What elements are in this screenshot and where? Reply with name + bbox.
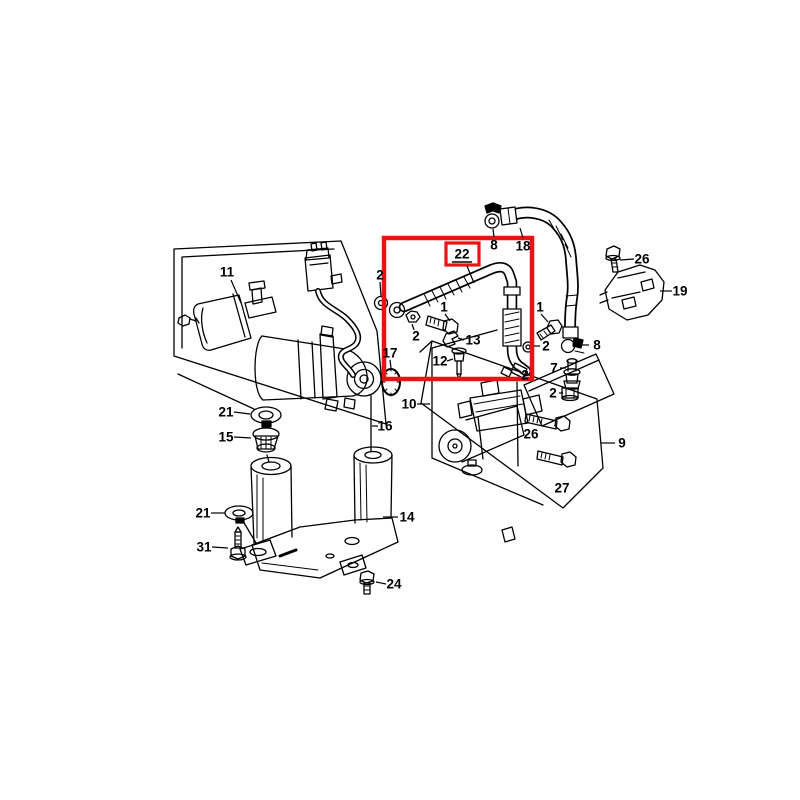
leader-line: [375, 581, 387, 585]
part-label-22[interactable]: 22: [454, 247, 469, 262]
part-label-9[interactable]: 9: [618, 436, 626, 451]
part-label-18[interactable]: 18: [515, 239, 531, 254]
part-label-21[interactable]: 21: [195, 506, 211, 521]
panel-outlines: [173, 240, 615, 509]
part-label-16[interactable]: 16: [377, 419, 393, 434]
mount-bolts-art: [524, 413, 577, 468]
leader-line: [446, 358, 454, 362]
part-label-27[interactable]: 27: [554, 481, 569, 496]
bracket-14-art: [239, 446, 399, 595]
diagram-line-art: [173, 202, 665, 595]
leader-line: [233, 436, 252, 439]
leader-line: [379, 281, 382, 297]
part-label-26[interactable]: 26: [634, 252, 650, 267]
right-fittings-art: [522, 319, 585, 402]
part-label-2[interactable]: 2: [376, 268, 384, 283]
pump-assembly-10-art: [438, 330, 543, 543]
leader-line: [466, 265, 475, 284]
leader-line: [411, 323, 415, 331]
highlight-layer: [381, 235, 535, 382]
part-label-11[interactable]: 11: [220, 265, 235, 280]
part-label-15[interactable]: 15: [218, 430, 234, 445]
part-label-14[interactable]: 14: [399, 510, 415, 525]
part-label-21[interactable]: 21: [218, 405, 234, 420]
part-label-8[interactable]: 8: [593, 338, 601, 353]
part-label-31[interactable]: 31: [196, 540, 212, 555]
leader-line: [230, 279, 242, 304]
part-label-10[interactable]: 10: [401, 397, 416, 412]
part-label-2[interactable]: 2: [521, 368, 529, 383]
leader-line: [492, 228, 495, 238]
fuel-hose-18-art: [484, 202, 579, 339]
leader-line: [211, 546, 229, 549]
highlight-region-box: [381, 235, 535, 382]
highlight-label-box: [444, 241, 481, 267]
part-label-13[interactable]: 13: [465, 333, 481, 348]
part-label-1[interactable]: 1: [440, 300, 448, 315]
part-label-2[interactable]: 2: [542, 339, 550, 354]
part-label-2[interactable]: 2: [549, 386, 557, 401]
leader-line: [619, 258, 635, 261]
part-label-8[interactable]: 8: [490, 238, 498, 253]
leader-line: [444, 313, 451, 322]
bracket-19-art: [599, 245, 665, 321]
fuel-hose-22-art: [373, 261, 532, 379]
leader-line: [233, 411, 251, 415]
fuel-pump-art: [177, 241, 382, 412]
part-label-17[interactable]: 17: [382, 346, 397, 361]
leader-line: [540, 313, 549, 323]
leader-line: [457, 337, 465, 341]
part-label-1[interactable]: 1: [536, 300, 544, 315]
o-ring-art: [381, 367, 401, 397]
part-label-26[interactable]: 26: [523, 427, 539, 442]
part-label-12[interactable]: 12: [432, 354, 447, 369]
leader-line: [516, 368, 522, 373]
leader-line: [389, 359, 392, 369]
part-label-19[interactable]: 19: [672, 284, 687, 299]
part-label-2[interactable]: 2: [412, 329, 420, 344]
leader-line: [519, 227, 524, 239]
part-label-7[interactable]: 7: [550, 361, 558, 376]
part-label-24[interactable]: 24: [386, 577, 402, 592]
